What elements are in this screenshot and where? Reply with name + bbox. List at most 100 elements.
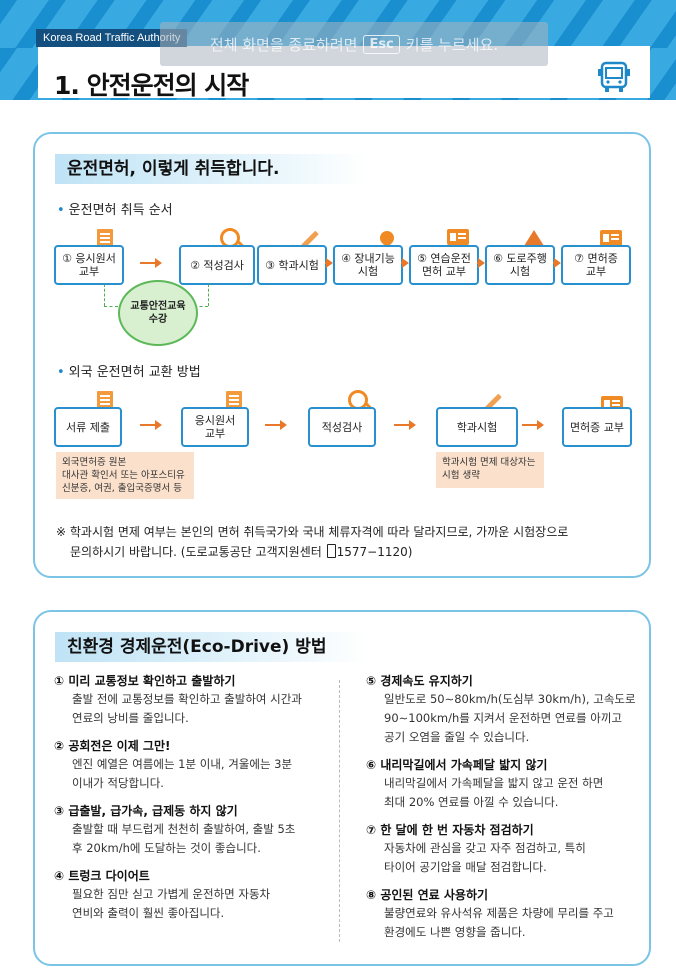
esc-banner-text-post: 키를 누르세요.	[405, 35, 499, 54]
flow-arrow	[522, 420, 544, 430]
esc-key: Esc	[363, 34, 400, 54]
step-label-line2: 시험	[357, 265, 379, 278]
flow-arrow	[140, 258, 162, 268]
eco-tip-body: 출발 전에 교통정보를 확인하고 출발하여 시간과	[72, 692, 302, 706]
eco-tip-heading: ⑤ 경제속도 유지하기	[366, 674, 473, 688]
foreign-license-subtitle: •외국 운전면허 교환 방법	[57, 361, 201, 380]
license-card-icon	[447, 229, 469, 245]
footnote-text: 문의하시기 바랍니다. (도로교통공단 고객지원센터	[70, 545, 322, 559]
education-label-line2: 수강	[148, 314, 168, 325]
note-line: 학과시험 면제 대상자는	[442, 457, 536, 468]
eco-tip-heading: ① 미리 교통정보 확인하고 출발하기	[54, 674, 236, 688]
eco-tip-body: 공기 오염을 줄일 수 있습니다.	[384, 730, 530, 744]
license-order-subtitle-text: 운전면허 취득 순서	[68, 203, 173, 218]
eco-tip: ③ 급출발, 급가속, 급제동 하지 않기 출발할 때 부드럽게 천천히 출발하…	[54, 802, 324, 858]
flow-arrow	[401, 258, 409, 268]
bullet-dot: •	[57, 203, 65, 218]
eco-tip-body: 타이어 공기압을 매달 점검합니다.	[384, 860, 547, 874]
eco-tips-right-column: ⑤ 경제속도 유지하기 일반도로 50∼80km/h(도심부 30km/h), …	[366, 672, 636, 951]
step-label-line1: ② 적성검사	[190, 258, 244, 272]
bus-icon	[598, 61, 630, 92]
flow-arrow	[394, 420, 416, 430]
flow-arrow	[477, 258, 485, 268]
step-label-line1: 서류 제출	[66, 420, 110, 434]
eco-tip: ① 미리 교통정보 확인하고 출발하기 출발 전에 교통정보를 확인하고 출발하…	[54, 672, 324, 728]
page-title: 1. 안전운전의 시작	[54, 71, 249, 100]
step-label-line2: 면허 교부	[422, 265, 466, 278]
note-line: 외국면허증 원본	[62, 457, 127, 468]
eco-tip-body: 필요한 짐만 싣고 가볍게 운전하면 자동차	[72, 887, 271, 901]
step-label-line2: 교부	[78, 265, 100, 278]
step-written-test: ③ 학과시험	[257, 245, 327, 285]
step-label-line1: ⑥ 도로주행	[493, 252, 547, 265]
flow-arrow	[265, 420, 287, 430]
support-phone-number: 1577−1120)	[336, 545, 413, 559]
document-icon	[226, 391, 242, 411]
eco-tip: ② 공회전은 이제 그만! 엔진 예열은 여름에는 1분 이내, 겨울에는 3분…	[54, 737, 324, 793]
step-label-line2: 시험	[509, 265, 531, 278]
step-label-line1: ④ 장내기능	[341, 252, 395, 265]
step-label-line1: 학과시험	[456, 420, 498, 434]
step-label-line1: ① 응시원서	[62, 252, 116, 265]
required-documents-note: 외국면허증 원본 대사관 확인서 또는 아포스티유 신분증, 여권, 출입국증명…	[56, 452, 194, 499]
document-icon	[97, 229, 113, 249]
eco-tips-left-column: ① 미리 교통정보 확인하고 출발하기 출발 전에 교통정보를 확인하고 출발하…	[54, 672, 324, 932]
step-label-line2: 교부	[204, 427, 226, 440]
eco-drive-panel: 친환경 경제운전(Eco-Drive) 방법	[33, 610, 651, 966]
eco-tip-body: 후 20km/h에 도달하는 것이 좋습니다.	[72, 841, 261, 855]
bullet-dot: •	[57, 365, 65, 380]
note-line: 신분증, 여권, 출입국증명서 등	[62, 483, 182, 494]
step-label-line1: 면허증 교부	[569, 420, 625, 434]
eco-tip-body: 환경에도 나쁜 영향을 줍니다.	[384, 925, 526, 939]
step-label-line1: ⑦ 면허증	[574, 252, 618, 265]
eco-tip-heading: ⑧ 공인된 연료 사용하기	[366, 888, 489, 902]
eco-tip-heading: ② 공회전은 이제 그만!	[54, 739, 171, 753]
eco-tip-body: 최대 20% 연료를 아낄 수 있습니다.	[384, 795, 559, 809]
step-aptitude-test: ② 적성검사	[179, 245, 255, 285]
license-order-subtitle: •운전면허 취득 순서	[57, 199, 173, 218]
eco-tip-body: 일반도로 50∼80km/h(도심부 30km/h), 고속도로	[384, 692, 636, 706]
eco-tip-body: 불량연료와 유사석유 제품은 차량에 무리를 주고	[384, 906, 614, 920]
eco-tip-body: 자동차에 관심을 갖고 자주 점검하고, 특히	[384, 841, 586, 855]
column-divider	[339, 680, 340, 942]
education-connector	[104, 284, 105, 306]
step-label-line2: 교부	[585, 265, 607, 278]
eco-tip-heading: ⑥ 내리막길에서 가속페달 밟지 않기	[366, 758, 548, 772]
warning-icon	[524, 230, 544, 246]
eco-tip: ⑤ 경제속도 유지하기 일반도로 50∼80km/h(도심부 30km/h), …	[366, 672, 636, 747]
eco-drive-section-title: 친환경 경제운전(Eco-Drive) 방법	[55, 632, 367, 662]
step-label-line1: ⑤ 연습운전	[417, 252, 471, 265]
eco-tip-body: 내리막길에서 가속페달을 밟지 않고 운전 하면	[384, 776, 604, 790]
education-connector	[104, 306, 118, 307]
step-label-line1: 응시원서	[194, 414, 236, 427]
eco-tip: ⑥ 내리막길에서 가속페달 밟지 않기 내리막길에서 가속페달을 밟지 않고 운…	[366, 756, 636, 812]
note-line: 대사관 확인서 또는 아포스티유	[62, 470, 185, 481]
flow-arrow	[553, 258, 561, 268]
footnote-line2: 문의하시기 바랍니다. (도로교통공단 고객지원센터 1577−1120)	[56, 542, 636, 562]
document-icon	[97, 391, 113, 411]
step-label-line1: 적성검사	[321, 420, 363, 434]
education-label-line1: 교통안전교육	[130, 301, 186, 312]
eco-tip-heading: ④ 트렁크 다이어트	[54, 869, 150, 883]
license-card-icon	[600, 230, 622, 246]
esc-banner-text-pre: 전체 화면을 종료하려면	[209, 35, 358, 54]
education-connector	[194, 306, 208, 307]
eco-tip: ⑧ 공인된 연료 사용하기 불량연료와 유사석유 제품은 차량에 무리를 주고 …	[366, 886, 636, 942]
education-connector	[208, 284, 209, 306]
eco-tip-heading: ③ 급출발, 급가속, 급제동 하지 않기	[54, 804, 238, 818]
eco-tip-heading: ⑦ 한 달에 한 번 자동차 점검하기	[366, 823, 534, 837]
license-panel: 운전면허, 이렇게 취득합니다.	[33, 132, 651, 578]
footnote-line1: ※ 학과시험 면제 여부는 본인의 면허 취득국가와 국내 체류자격에 따라 달…	[56, 525, 569, 539]
flow-arrow	[140, 420, 162, 430]
fullscreen-exit-banner[interactable]: 전체 화면을 종료하려면 Esc 키를 누르세요.	[160, 22, 548, 66]
foreign-step-aptitude-test: 적성검사	[308, 407, 376, 447]
flow-arrow	[325, 258, 333, 268]
exemption-note: 학과시험 면제 대상자는 시험 생략	[436, 452, 544, 488]
